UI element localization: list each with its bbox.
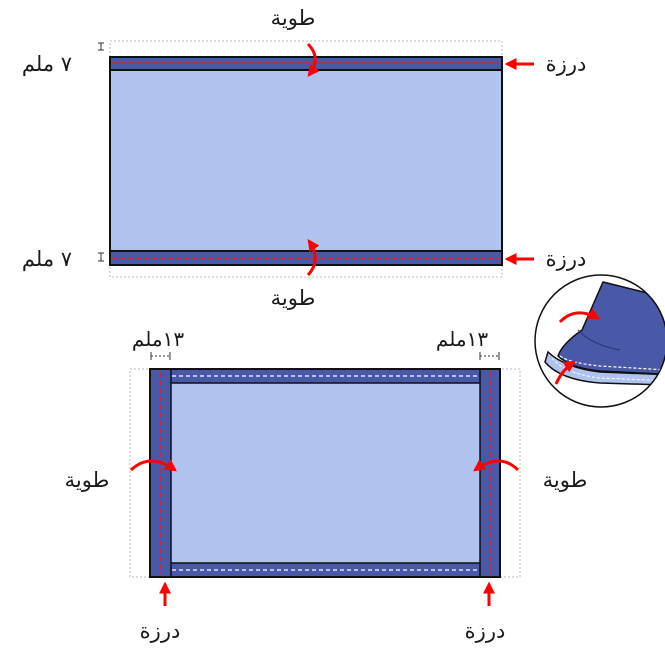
side-fabric-panel <box>149 368 501 578</box>
measure-13mm-right <box>479 352 500 360</box>
measure-7mm-label-lower: ٧ ملم <box>22 247 72 272</box>
seam-label-top: درزة <box>546 52 587 76</box>
fold-arrow-left <box>129 459 177 472</box>
fold-arrow-top <box>306 42 320 77</box>
side-hem-diagram: ١٣ملم ١٣ملم طوية طوية درزة درزة <box>65 327 588 643</box>
top-fabric-panel <box>109 56 503 266</box>
fold-label-right: طوية <box>543 468 588 492</box>
measure-7mm-label-upper: ٧ ملم <box>22 52 72 77</box>
measure-7mm-upper <box>98 42 104 51</box>
fold-arrow-bottom <box>306 239 320 277</box>
measure-7mm-lower <box>98 252 104 262</box>
fold-detail-circle <box>534 274 665 408</box>
measure-13mm-left <box>150 352 171 360</box>
fold-label-bottom: طوية <box>271 286 316 310</box>
top-hem-diagram: طوية طوية درزة درزة ٧ ملم ٧ ملم <box>22 6 586 310</box>
seam-label-left: درزة <box>140 619 181 643</box>
measure-13mm-label-right: ١٣ملم <box>436 327 488 351</box>
seam-label-right: درزة <box>465 619 506 643</box>
zoom-seam-arrow <box>554 360 576 385</box>
measure-13mm-label-left: ١٣ملم <box>132 327 184 351</box>
fold-label-top: طوية <box>271 6 316 30</box>
zoom-fold-arrow <box>558 308 601 324</box>
fold-label-left: طوية <box>65 468 110 492</box>
fold-arrow-right <box>473 459 520 472</box>
seam-label-bottom: درزة <box>546 247 587 271</box>
